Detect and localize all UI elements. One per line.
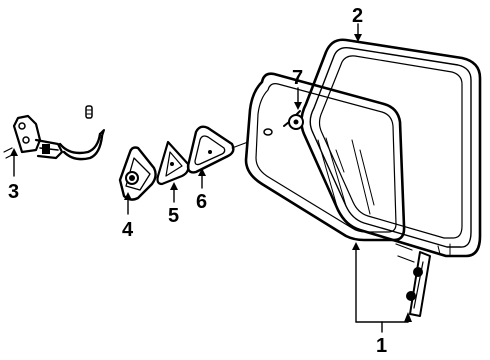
part-2-weatherstrip-seal xyxy=(300,38,482,258)
callout-7: 7 xyxy=(292,67,303,89)
part-3-latch-assembly xyxy=(3,105,105,161)
callout-5: 5 xyxy=(168,205,179,227)
part-7-stud xyxy=(263,110,304,136)
part-4-mount-bracket xyxy=(118,146,157,201)
callout-6: 6 xyxy=(196,191,207,213)
callout-1: 1 xyxy=(376,335,387,357)
callout-2: 2 xyxy=(352,5,363,27)
callout-4: 4 xyxy=(122,219,134,241)
part-1-glass-panel xyxy=(244,72,406,242)
callout-3: 3 xyxy=(8,181,19,203)
part-6-gasket xyxy=(186,125,249,174)
callout-leaders xyxy=(10,23,412,333)
part-1-retainer-strip xyxy=(395,243,431,317)
part-5-seal xyxy=(156,140,190,186)
